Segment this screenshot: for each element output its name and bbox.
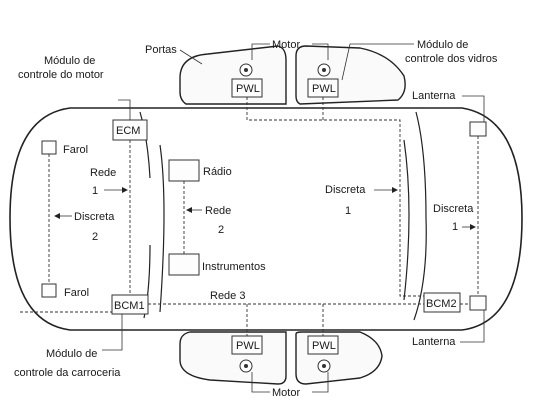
discrete1-center-label-1: Discreta bbox=[325, 184, 366, 196]
leader-motor-bottom bbox=[251, 372, 329, 393]
radio-label: Rádio bbox=[203, 166, 232, 178]
leader-window-module bbox=[341, 43, 414, 81]
radio-box bbox=[168, 159, 200, 182]
headlight-top-box bbox=[41, 140, 57, 155]
lamp-top-label: Lanterna bbox=[412, 90, 456, 102]
discrete1-center-label-2: 1 bbox=[345, 205, 351, 217]
arrow-head bbox=[54, 213, 60, 219]
headlight-bottom-box bbox=[41, 283, 57, 298]
pwl-label-bottom-right: PWL bbox=[312, 340, 336, 352]
discrete2-label-2: 2 bbox=[92, 231, 98, 243]
engine-module-label-2: controle do motor bbox=[18, 69, 104, 81]
discrete2-label-1: Discreta bbox=[74, 211, 115, 223]
bcm2-box bbox=[423, 292, 461, 313]
window-module-label-1: Módulo de bbox=[417, 39, 468, 51]
leader-body-module bbox=[102, 314, 123, 351]
motor-icon bbox=[239, 359, 253, 373]
leader-lamp-bottom bbox=[460, 310, 485, 343]
leader-lamp-top bbox=[462, 95, 485, 122]
discrete1-right-label-2: 1 bbox=[452, 221, 458, 233]
network1-label-2: 1 bbox=[92, 185, 98, 197]
motor-icon bbox=[317, 359, 331, 373]
lamp-bottom-label: Lanterna bbox=[412, 336, 456, 348]
pwl-label-top-left: PWL bbox=[236, 83, 260, 95]
leader-doors bbox=[179, 49, 203, 65]
instruments-label: Instrumentos bbox=[202, 261, 266, 273]
bcm2-label: BCM2 bbox=[426, 298, 457, 310]
right-pillar-bottom bbox=[413, 217, 427, 321]
headlight-bottom-label: Farol bbox=[64, 287, 89, 299]
cabin-divider-left bbox=[159, 144, 165, 313]
cabin-divider-right bbox=[403, 139, 410, 301]
engine-module-label-1: Módulo de bbox=[44, 55, 95, 67]
network3-label: Rede 3 bbox=[210, 290, 245, 302]
network2-label-1: Rede bbox=[205, 205, 231, 217]
right-pillar-top bbox=[415, 111, 427, 219]
arrow-head bbox=[470, 224, 476, 230]
left-pillar-top bbox=[139, 111, 151, 179]
network2-label-2: 2 bbox=[218, 224, 224, 236]
motor-icon bbox=[317, 63, 331, 77]
window-module-label-2: controle dos vidros bbox=[405, 53, 498, 65]
arrow-head bbox=[392, 187, 398, 193]
lamp-bottom-box bbox=[469, 295, 487, 311]
discrete1-right-label-1: Discreta bbox=[433, 203, 474, 215]
door-bus-top bbox=[246, 97, 424, 297]
leader-engine-module bbox=[118, 99, 131, 120]
doors-label: Portas bbox=[145, 44, 177, 56]
arrow-head bbox=[186, 207, 192, 213]
pwl-label-top-right: PWL bbox=[312, 83, 336, 95]
body-module-label-2: controle da carroceria bbox=[14, 367, 121, 379]
motor-bottom-label: Motor bbox=[272, 387, 300, 399]
pwl-label-bottom-left: PWL bbox=[236, 340, 260, 352]
body-module-label-1: Módulo de bbox=[46, 348, 97, 360]
ecm-label: ECM bbox=[116, 125, 140, 137]
instruments-box bbox=[168, 253, 200, 276]
motor-icon bbox=[239, 63, 253, 77]
lamp-top-box bbox=[469, 121, 487, 137]
headlight-top-label: Farol bbox=[63, 144, 88, 156]
arrow-head bbox=[122, 187, 128, 193]
car-body-outline bbox=[9, 107, 523, 331]
bcm1-label: BCM1 bbox=[114, 300, 145, 312]
network1-label-1: Rede bbox=[90, 167, 116, 179]
leader-motor-top bbox=[251, 43, 329, 60]
motor-top-label: Motor bbox=[272, 39, 300, 51]
bcm1-box bbox=[111, 294, 149, 315]
